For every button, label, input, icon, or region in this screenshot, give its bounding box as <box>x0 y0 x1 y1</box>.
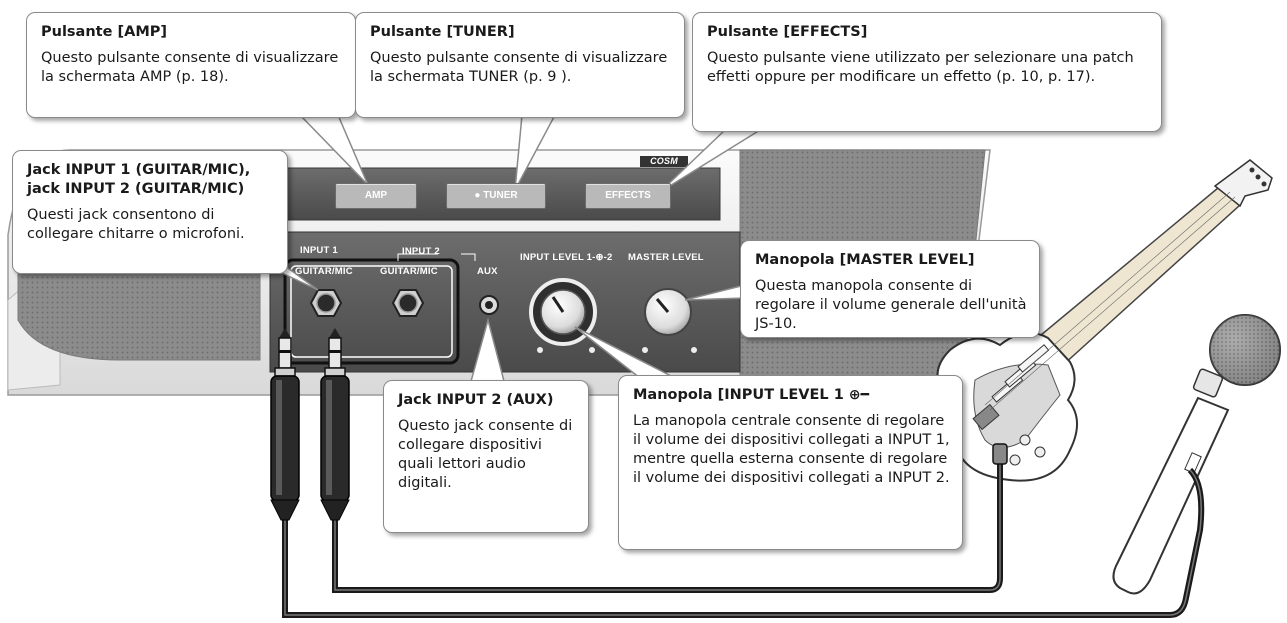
master-level-label: MASTER LEVEL <box>628 252 704 263</box>
callout-tuner-body: Questo pulsante consente di visualizzare… <box>370 49 672 87</box>
callout-input-level-title: Manopola [INPUT LEVEL 1 <box>633 387 844 403</box>
callout-tuner-button: Pulsante [TUNER] Questo pulsante consent… <box>355 12 685 118</box>
callout-input-level-title-row: Manopola [INPUT LEVEL 1 ⊕━ <box>633 386 950 405</box>
guitar-mic-label-1: GUITAR/MIC <box>295 266 353 277</box>
callout-effects-body: Questo pulsante viene utilizzato per sel… <box>707 49 1149 87</box>
callout-master-level-title: Manopola [MASTER LEVEL] <box>755 251 1027 270</box>
guitar-mic-label-2: GUITAR/MIC <box>380 266 438 277</box>
callout-aux-jack: Jack INPUT 2 (AUX) Questo jack consente … <box>383 380 589 533</box>
tuner-button[interactable]: ● TUNER <box>446 183 546 209</box>
callout-aux-title: Jack INPUT 2 (AUX) <box>398 391 576 410</box>
callout-amp-button: Pulsante [AMP] Questo pulsante consente … <box>26 12 356 118</box>
callout-input-jacks-title: Jack INPUT 1 (GUITAR/MIC), jack INPUT 2 … <box>27 161 275 199</box>
tuner-led-icon: ● <box>474 190 483 201</box>
callout-master-level: Manopola [MASTER LEVEL] Questa manopola … <box>740 240 1040 338</box>
callout-input-jacks: Jack INPUT 1 (GUITAR/MIC), jack INPUT 2 … <box>12 150 288 274</box>
callout-effects-title: Pulsante [EFFECTS] <box>707 23 1149 42</box>
effects-button[interactable]: EFFECTS <box>585 183 671 209</box>
callout-effects-button: Pulsante [EFFECTS] Questo pulsante viene… <box>692 12 1162 132</box>
callout-input-level-body: La manopola centrale consente di regolar… <box>633 412 950 488</box>
callout-master-level-body: Questa manopola consente di regolare il … <box>755 277 1027 334</box>
input-jack-1 <box>311 290 341 316</box>
callout-amp-title: Pulsante [AMP] <box>41 23 343 42</box>
brand-cosm-logo: COSM <box>640 156 688 166</box>
amp-button[interactable]: AMP <box>335 183 417 209</box>
input-jack-2 <box>393 290 423 316</box>
callout-input-level: Manopola [INPUT LEVEL 1 ⊕━ La manopola c… <box>618 375 963 550</box>
aux-jack <box>480 296 498 314</box>
callout-tuner-title: Pulsante [TUNER] <box>370 23 672 42</box>
aux-label: AUX <box>477 266 498 277</box>
input1-label: INPUT 1 <box>300 245 338 256</box>
callout-input-jacks-body: Questi jack consentono di collegare chit… <box>27 206 275 244</box>
input-mix-icon: ⊕━ <box>849 387 869 403</box>
callout-aux-body: Questo jack consente di collegare dispos… <box>398 417 576 493</box>
input2-label: INPUT 2 <box>402 246 440 257</box>
callout-amp-body: Questo pulsante consente di visualizzare… <box>41 49 343 87</box>
input-level-label: INPUT LEVEL 1-⊕-2 <box>520 252 612 263</box>
